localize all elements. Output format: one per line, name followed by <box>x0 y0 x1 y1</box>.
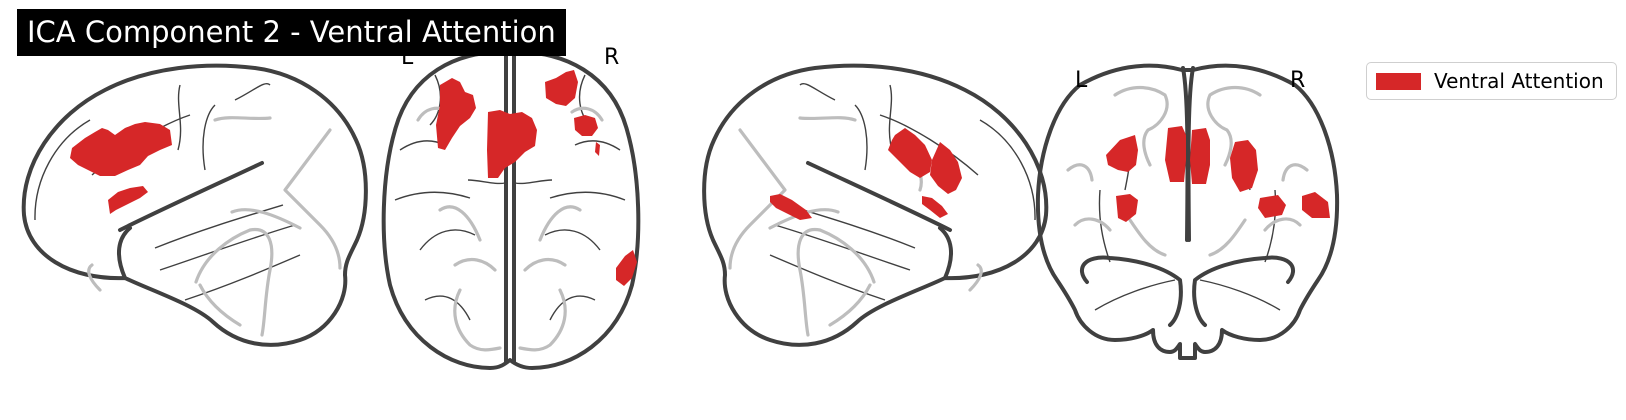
axial-brain-outline <box>381 49 641 370</box>
axial-activation-right-frontal <box>545 70 578 106</box>
figure-title: ICA Component 2 - Ventral Attention <box>17 9 566 56</box>
sagittal-right-activation-temporal <box>770 194 812 220</box>
coronal-view: L R <box>1035 63 1340 360</box>
legend-swatch <box>1376 73 1421 90</box>
sagittal-left-sylvian <box>118 161 264 232</box>
legend-label: Ventral Attention <box>1434 69 1604 93</box>
sagittal-left-brain-outline <box>21 63 368 347</box>
sagittal-right-view <box>702 63 1049 347</box>
coronal-activation-center-left <box>1165 126 1186 182</box>
sagittal-right-temporal <box>938 226 953 280</box>
axial-sulci <box>394 74 626 321</box>
sagittal-left-temporal <box>117 226 132 280</box>
axial-activation-right-posterior <box>616 250 637 286</box>
coronal-activation-right-lateral <box>1302 192 1330 218</box>
sagittal-right-activation-frontal <box>888 128 932 178</box>
coronal-cerebellum <box>1080 255 1295 327</box>
axial-ghost-lines <box>416 106 604 352</box>
sagittal-left-ghost-lines <box>87 116 342 337</box>
axial-right-label: R <box>604 45 619 70</box>
coronal-activation-left-dorsal <box>1106 135 1138 172</box>
axial-activation-right-small <box>595 142 600 156</box>
coronal-midline <box>1181 66 1195 242</box>
sagittal-left-view <box>21 63 368 347</box>
coronal-activation-right-ventral <box>1258 195 1286 218</box>
sagittal-right-brain-outline <box>702 63 1049 347</box>
sagittal-right-sylvian <box>806 161 952 232</box>
coronal-left-label: L <box>1075 68 1088 93</box>
coronal-activation-center-right <box>1190 128 1210 184</box>
coronal-activation-right-dorsal <box>1230 140 1258 192</box>
sagittal-left-activation-frontal <box>70 122 172 176</box>
axial-view: L R <box>381 45 641 370</box>
sagittal-left-activation-temporal <box>108 186 148 214</box>
sagittal-left-sulci <box>34 83 301 301</box>
sagittal-right-activation-frontal-2 <box>930 142 962 194</box>
coronal-sulci <box>1094 149 1281 311</box>
sagittal-right-sulci <box>769 83 1036 301</box>
coronal-brain-outline <box>1035 63 1340 360</box>
sagittal-right-activation-insula <box>922 196 948 218</box>
coronal-right-label: R <box>1290 68 1305 93</box>
axial-activation-left-frontal <box>436 78 476 150</box>
axial-midline <box>504 53 516 364</box>
axial-activation-midline <box>487 110 537 178</box>
legend: Ventral Attention <box>1366 62 1617 100</box>
coronal-ghost-lines <box>1066 85 1309 257</box>
axial-activation-right-lateral <box>574 115 598 136</box>
coronal-activation-left-ventral <box>1116 194 1138 222</box>
